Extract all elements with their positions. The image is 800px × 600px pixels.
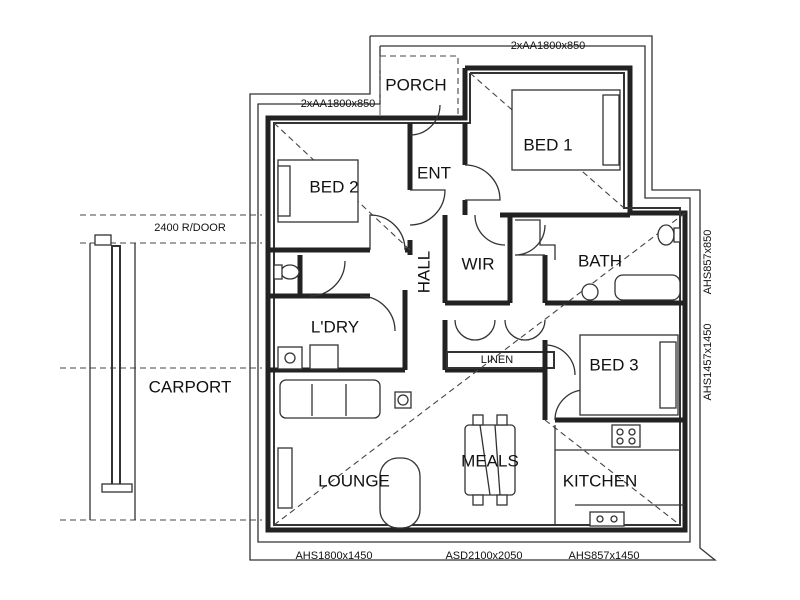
bed1-bed bbox=[511, 89, 621, 171]
room-label-ent: ENT bbox=[417, 163, 451, 182]
room-label-meals: MEALS bbox=[461, 451, 519, 470]
room-label-bed3: BED 3 bbox=[589, 355, 638, 374]
dim-label-meals-door: ASD2100x2050 bbox=[445, 550, 522, 562]
dim-label-bed1-window: 2xAA1800x850 bbox=[511, 40, 586, 52]
room-label-lounge: LOUNGE bbox=[318, 471, 390, 490]
room-label-porch: PORCH bbox=[385, 75, 446, 94]
dim-label-roller-door: 2400 R/DOOR bbox=[154, 222, 226, 234]
room-label-hall: HALL bbox=[414, 251, 433, 294]
dim-label-bed3-window: AHS1457x1450 bbox=[702, 323, 714, 400]
dim-label-bed2-window: 2xAA1800x850 bbox=[301, 98, 376, 110]
internal-walls bbox=[268, 123, 685, 423]
room-label-bed1: BED 1 bbox=[523, 135, 572, 154]
kitchen-sink bbox=[589, 511, 625, 527]
room-label-linen: LINEN bbox=[481, 354, 513, 366]
doors bbox=[309, 104, 586, 421]
stove bbox=[611, 424, 641, 448]
room-label-wir: WIR bbox=[461, 254, 494, 273]
room-label-kitchen: KITCHEN bbox=[563, 471, 638, 490]
carport bbox=[60, 214, 262, 521]
fixtures bbox=[273, 89, 685, 529]
lounge-sofa bbox=[279, 379, 381, 419]
room-label-bed2: BED 2 bbox=[309, 177, 358, 196]
bed2-bed bbox=[277, 159, 359, 223]
room-label-ldry: L'DRY bbox=[311, 317, 359, 336]
roof-outline bbox=[249, 35, 717, 561]
dim-label-bath-window: AHS857x850 bbox=[702, 230, 714, 295]
dim-label-lounge-window: AHS1800x1450 bbox=[295, 550, 372, 562]
room-labels: PORCH BED 1 BED 2 ENT HALL WIR BATH L'DR… bbox=[149, 75, 639, 490]
dim-label-kitchen-window: AHS857x1450 bbox=[569, 550, 640, 562]
room-label-bath: BATH bbox=[578, 251, 622, 270]
room-label-carport: CARPORT bbox=[149, 377, 232, 396]
porch-outline bbox=[379, 55, 459, 115]
bathtub bbox=[614, 274, 681, 301]
dimension-labels: 2xAA1800x850 2xAA1800x850 2400 R/DOOR AH… bbox=[154, 40, 714, 562]
